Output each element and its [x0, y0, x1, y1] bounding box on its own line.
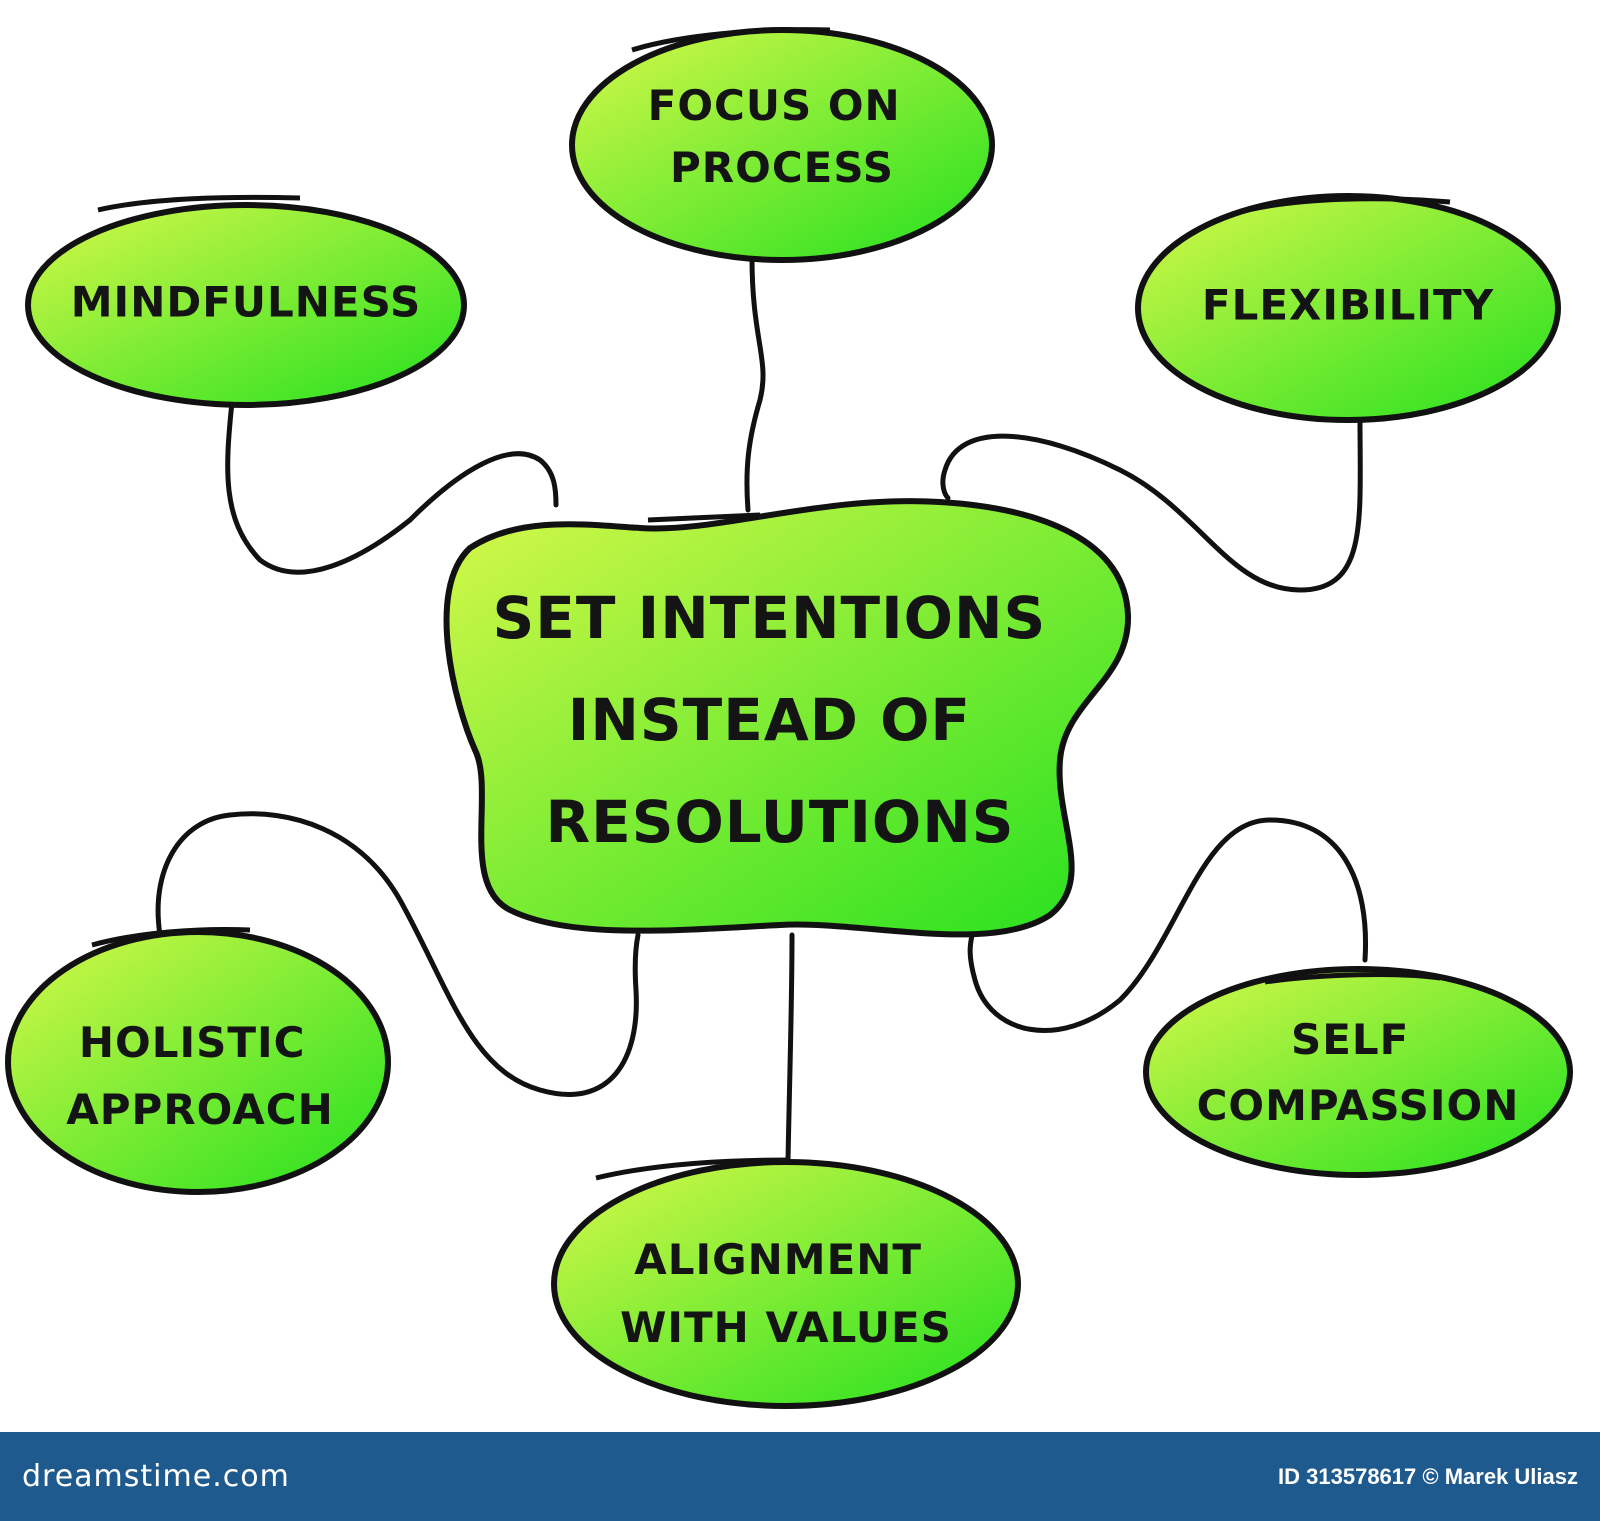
node-focus-on-process-label: FOCUS ON PROCESS [648, 81, 917, 192]
node-alignment-with-values-label: ALIGNMENT WITH VALUES [620, 1235, 952, 1352]
node-holistic-approach-label: HOLISTIC APPROACH [66, 1018, 333, 1134]
holistic-approach-line-1: HOLISTIC [79, 1018, 306, 1067]
holistic-approach-line-2: APPROACH [66, 1085, 333, 1134]
footer-brand: dreamstime.com [22, 1459, 290, 1494]
center-node-sketch-mark [647, 512, 761, 523]
node-alignment-with-values: ALIGNMENT WITH VALUES [551, 1157, 1021, 1409]
connectors [155, 255, 1369, 1163]
center-label-line-1: SET INTENTIONS [493, 584, 1047, 652]
center-label-line-3: RESOLUTIONS [545, 788, 1014, 856]
connector-holistic-approach [155, 811, 641, 1097]
node-alignment-with-values-shape [551, 1159, 1021, 1409]
connector-alignment-with-values [785, 932, 795, 1163]
focus-on-process-line-2: PROCESS [670, 143, 894, 192]
node-holistic-approach: HOLISTIC APPROACH [5, 927, 391, 1195]
center-node-shape [443, 498, 1132, 938]
self-compassion-line-1: SELF [1291, 1015, 1409, 1064]
node-flexibility-label: FLEXIBILITY [1202, 281, 1494, 330]
node-self-compassion-sketch-mark [1264, 972, 1441, 985]
mind-map-canvas: SET INTENTIONS INSTEAD OF RESOLUTIONS FO… [5, 27, 1573, 1409]
connector-flexibility [940, 417, 1363, 593]
mind-map: SET INTENTIONS INSTEAD OF RESOLUTIONS FO… [5, 27, 1573, 1409]
connector-focus-on-process [744, 255, 766, 513]
center-label-line-2: INSTEAD OF [568, 686, 971, 754]
node-flexibility-shape [1135, 193, 1561, 423]
center-node: SET INTENTIONS INSTEAD OF RESOLUTIONS [443, 498, 1132, 938]
footer-credit: ID 313578617 © Marek Uliasz [1278, 1463, 1578, 1489]
alignment-with-values-line-1: ALIGNMENT [634, 1235, 922, 1284]
node-mindfulness-shape [25, 202, 467, 408]
node-self-compassion: SELF COMPASSION [1143, 966, 1573, 1178]
node-mindfulness: MINDFULNESS [25, 194, 467, 408]
node-mindfulness-label: MINDFULNESS [71, 278, 421, 327]
node-self-compassion-label: SELF COMPASSION [1197, 1015, 1520, 1130]
center-node-label: SET INTENTIONS INSTEAD OF RESOLUTIONS [493, 584, 1068, 856]
node-holistic-approach-sketch-mark [91, 927, 251, 948]
node-focus-on-process: FOCUS ON PROCESS [569, 27, 995, 263]
node-mindfulness-sketch-mark [97, 194, 301, 213]
node-flexibility-sketch-mark [1247, 196, 1451, 213]
node-alignment-with-values-sketch-mark [595, 1157, 791, 1181]
node-focus-on-process-sketch-mark [631, 27, 831, 53]
self-compassion-line-2: COMPASSION [1197, 1081, 1520, 1130]
focus-on-process-line-1: FOCUS ON [648, 81, 901, 130]
node-self-compassion-shape [1143, 966, 1573, 1178]
node-flexibility: FLEXIBILITY [1135, 193, 1561, 423]
connector-self-compassion [967, 817, 1369, 1033]
alignment-with-values-line-2: WITH VALUES [620, 1303, 952, 1352]
watermark-footer: dreamstime.com ID 313578617 © Marek Ulia… [0, 1432, 1600, 1521]
connector-mindfulness [225, 399, 559, 575]
